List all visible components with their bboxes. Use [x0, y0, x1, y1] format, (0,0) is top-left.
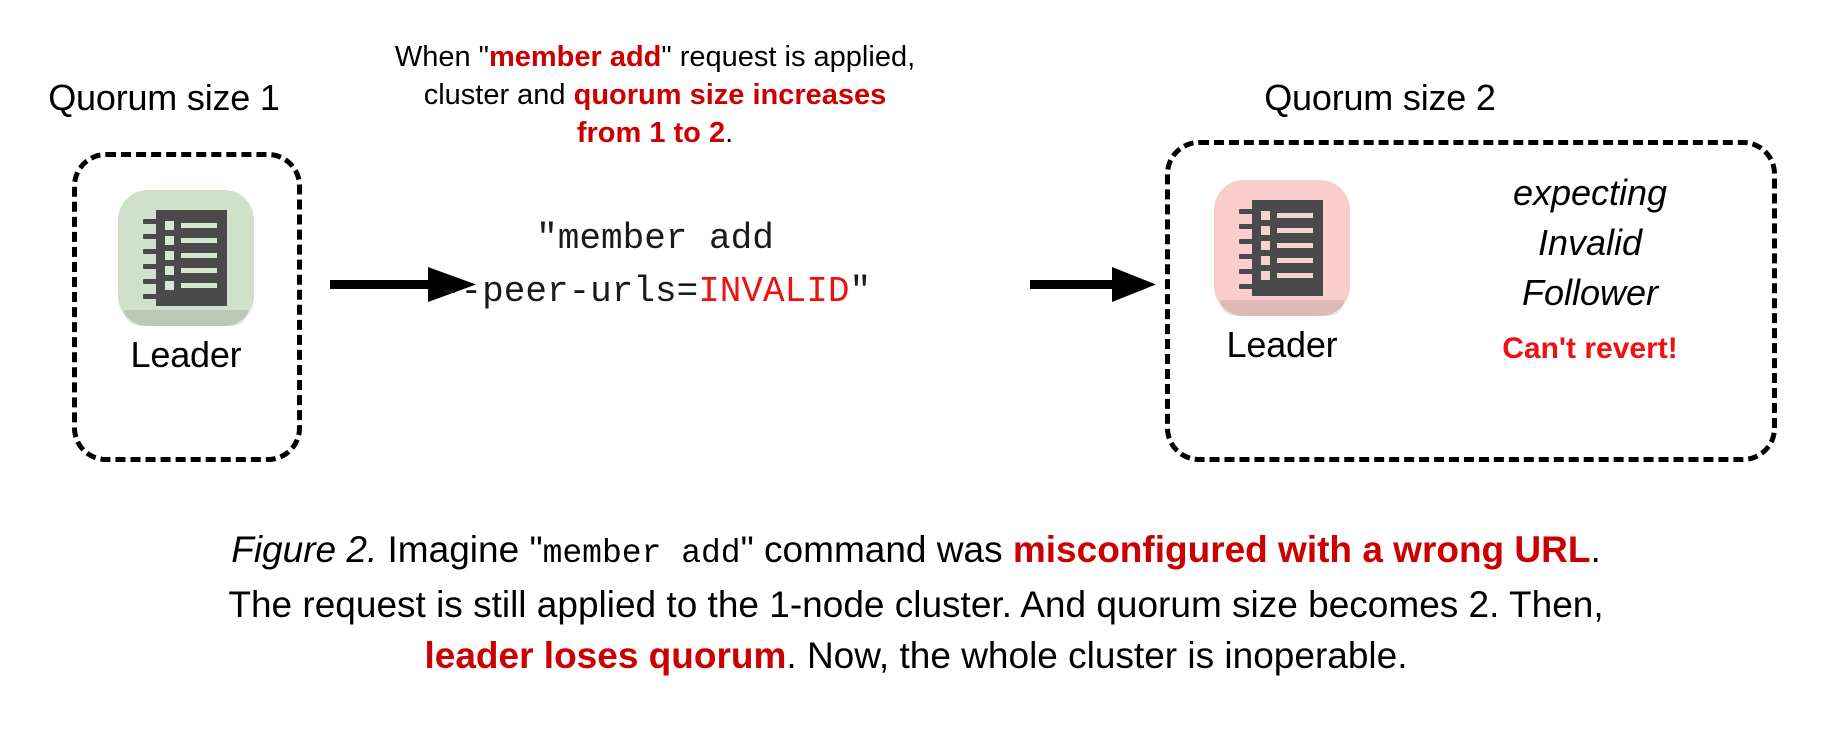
server-rack-icon [143, 210, 227, 306]
annotation-text: When "member add" request is applied, cl… [355, 38, 955, 152]
caption-highlight-loses-quorum: leader loses quorum [424, 635, 787, 676]
caption-highlight-misconfigured: misconfigured with a wrong URL [1012, 529, 1591, 570]
command-line-2: --peer-urls=INVALID" [438, 271, 872, 312]
right-node-label: Leader [1226, 324, 1338, 365]
arrow-two [1030, 265, 1160, 305]
right-node-badge [1214, 180, 1350, 316]
server-rack-icon [1239, 200, 1323, 296]
right-node: Leader [1214, 180, 1350, 366]
left-cluster-box [72, 152, 302, 462]
annotation-line-3: from 1 to 2. [576, 117, 734, 149]
caption-figure-label: Figure 2. [231, 529, 378, 570]
right-node-status: expecting Invalid Follower [1440, 168, 1740, 318]
arrow-right-icon [330, 267, 476, 302]
status-line-2: Invalid [1537, 222, 1643, 263]
right-cluster-box [1165, 140, 1777, 462]
left-cluster-title: Quorum size 1 [48, 77, 280, 118]
annotation-line-2: cluster and quorum size increases [423, 79, 887, 111]
right-cluster-title: Quorum size 2 [1264, 77, 1496, 118]
left-node-label: Leader [130, 334, 242, 375]
annotation-highlight-member-add: member add [488, 41, 662, 73]
cant-revert-warning: Can't revert! [1502, 332, 1678, 365]
status-line-1: expecting [1512, 172, 1668, 213]
command-text: "member add --peer-urls=INVALID" [415, 212, 895, 318]
annotation-highlight-quorum: quorum size increases [573, 79, 887, 111]
left-node-badge [118, 190, 254, 326]
caption-line-1: Figure 2. Imagine "member add" command w… [231, 529, 1601, 572]
command-invalid-value: INVALID [698, 271, 850, 312]
left-node: Leader [118, 190, 254, 376]
arrow-right-icon [1030, 267, 1156, 302]
arrow-one [330, 265, 480, 305]
figure-caption: Figure 2. Imagine "member add" command w… [0, 524, 1832, 681]
command-line-1: "member add [536, 218, 774, 259]
annotation-highlight-range: from 1 to 2 [576, 117, 726, 149]
status-line-3: Follower [1521, 272, 1659, 313]
annotation-line-1: When "member add" request is applied, [394, 41, 916, 73]
caption-mono-command: member add [542, 535, 741, 572]
caption-line-3: leader loses quorum. Now, the whole clus… [424, 635, 1408, 676]
caption-line-2: The request is still applied to the 1-no… [228, 584, 1604, 625]
